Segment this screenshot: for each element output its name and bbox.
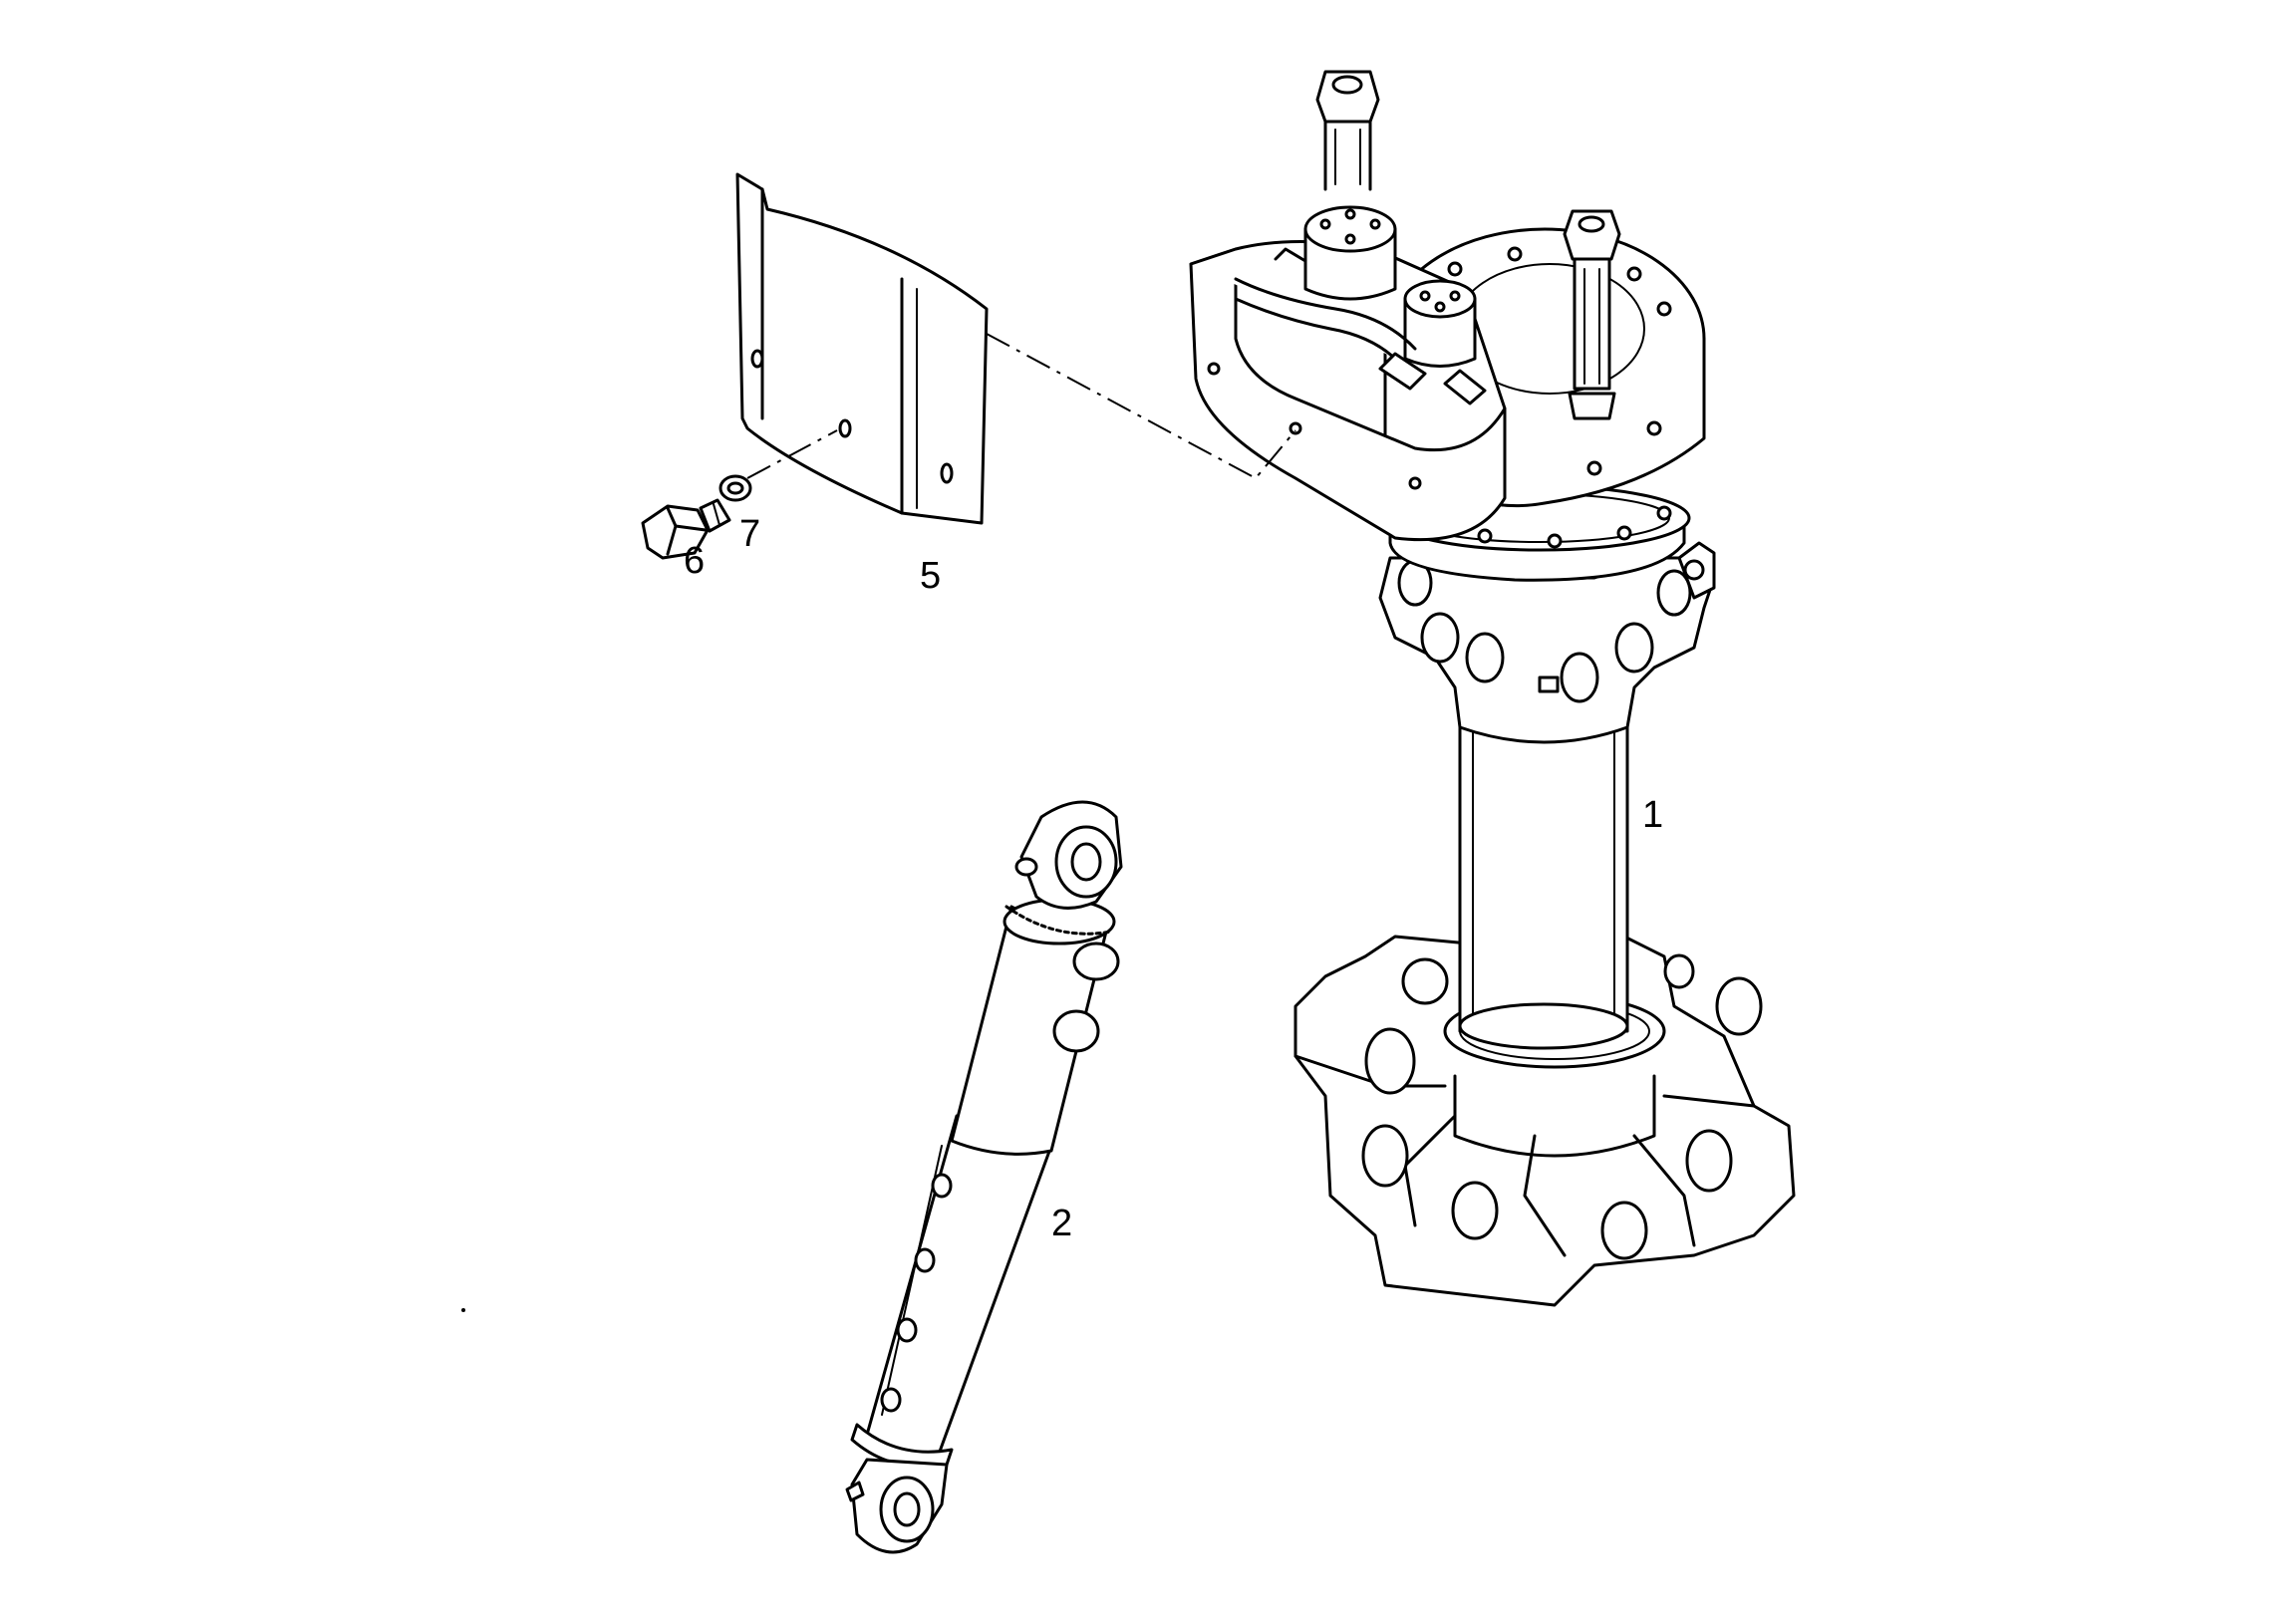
bolt [641,498,731,560]
washer [718,474,752,502]
callout-7: 7 [739,513,760,555]
callout-2: 2 [1051,1203,1072,1244]
cover-plate-alignment-line [986,333,1296,480]
callout-1: 1 [1642,794,1663,836]
column-assembly [1189,70,1796,1307]
hydraulic-cylinder [845,800,1123,1554]
callout-5: 5 [920,555,941,597]
column-rotator-motor [1303,205,1477,368]
cover-plate [735,172,989,525]
column-hydraulic-fitting-left [1315,70,1380,191]
column-hydraulic-hose [1234,247,1487,405]
column-hydraulic-fitting-right [1563,209,1621,420]
callout-6: 6 [684,540,705,582]
fastener-alignment-line [746,429,838,479]
stray-mark [461,1308,465,1312]
column-tube [1458,710,1629,1050]
column-upper-yoke [1378,541,1716,744]
